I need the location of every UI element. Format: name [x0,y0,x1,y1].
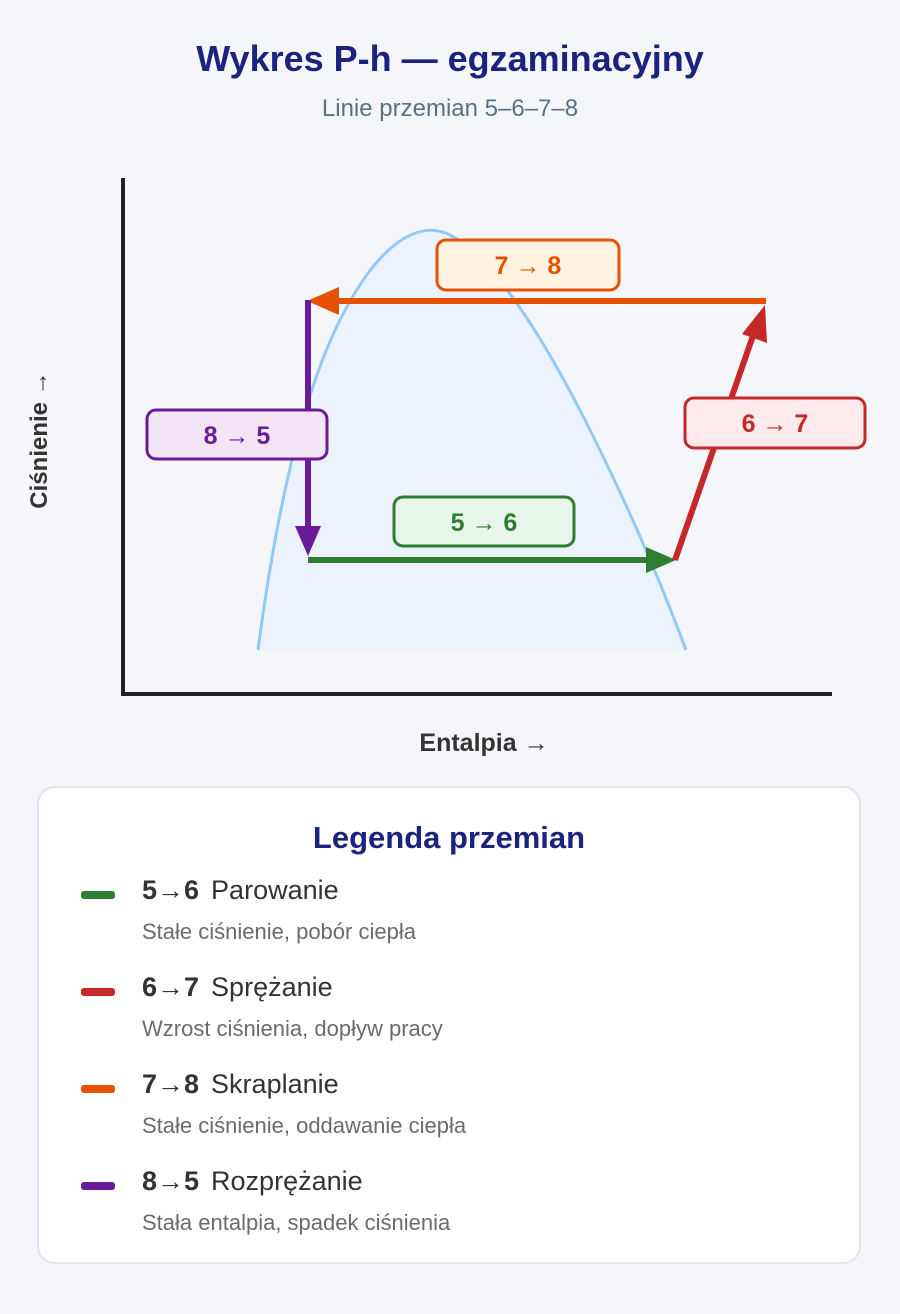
legend-key: 6→7 [142,972,200,1002]
label-box-5-6: 5 → 6 [392,495,576,548]
arrowhead-8-5 [295,526,321,556]
label-7-8: 7 → 8 [495,252,562,280]
arrowhead-7-8 [307,287,339,315]
label-8-5: 8 → 5 [204,422,271,450]
page-subtitle: Linie przemian 5–6–7–8 [321,95,579,122]
legend-name: Skraplanie [211,1069,339,1099]
arrowhead-6-7 [742,305,767,343]
x-axis-label: Entalpia → [419,729,549,757]
legend-swatch-8-5 [81,1182,115,1190]
legend-item-7-8: 7→8 Skraplanie Stałe ciśnienie, oddawanie… [39,1069,859,1149]
legend-name: Parowanie [211,875,339,905]
ph-diagram: 7 → 8 8 → 5 5 → 6 6 → 7 [121,178,867,696]
legend-name: Rozprężanie [211,1166,363,1196]
legend-item-5-6: 5→6 Parowanie Stałe ciśnienie, pobór ciep… [39,875,859,955]
legend-panel: Legenda przemian 5→6 Parowanie Stałe ciśn… [37,786,861,1264]
legend-title: Legenda przemian [312,820,586,855]
legend-desc: Stałe ciśnienie, oddawanie ciepła [142,1113,467,1138]
label-box-6-7: 6 → 7 [683,396,867,450]
arrowhead-5-6 [646,547,676,573]
label-box-8-5: 8 → 5 [145,408,329,461]
legend-key: 5→6 [142,875,200,905]
y-axis-label: Ciśnienie → [26,371,53,509]
legend-name: Sprężanie [211,972,333,1002]
label-box-7-8: 7 → 8 [435,238,621,292]
legend-desc: Wzrost ciśnienia, dopływ pracy [142,1016,443,1041]
legend-item-6-7: 6→7 Sprężanie Wzrost ciśnienia, dopływ pr… [39,972,859,1052]
legend-desc: Stała entalpia, spadek ciśnienia [142,1210,451,1235]
legend-swatch-6-7 [81,988,115,996]
saturation-dome-fill [258,230,686,650]
legend-swatch-5-6 [81,891,115,899]
legend-swatch-7-8 [81,1085,115,1093]
legend-key: 7→8 [142,1069,200,1099]
page-title: Wykres P-h — egzaminacyjny [196,38,704,79]
legend-desc: Stałe ciśnienie, pobór ciepła [142,919,416,944]
legend-item-8-5: 8→5 Rozprężanie Stała entalpia, spadek ci… [39,1166,859,1246]
legend-key: 8→5 [142,1166,200,1196]
label-5-6: 5 → 6 [451,509,518,537]
label-6-7: 6 → 7 [742,410,809,438]
